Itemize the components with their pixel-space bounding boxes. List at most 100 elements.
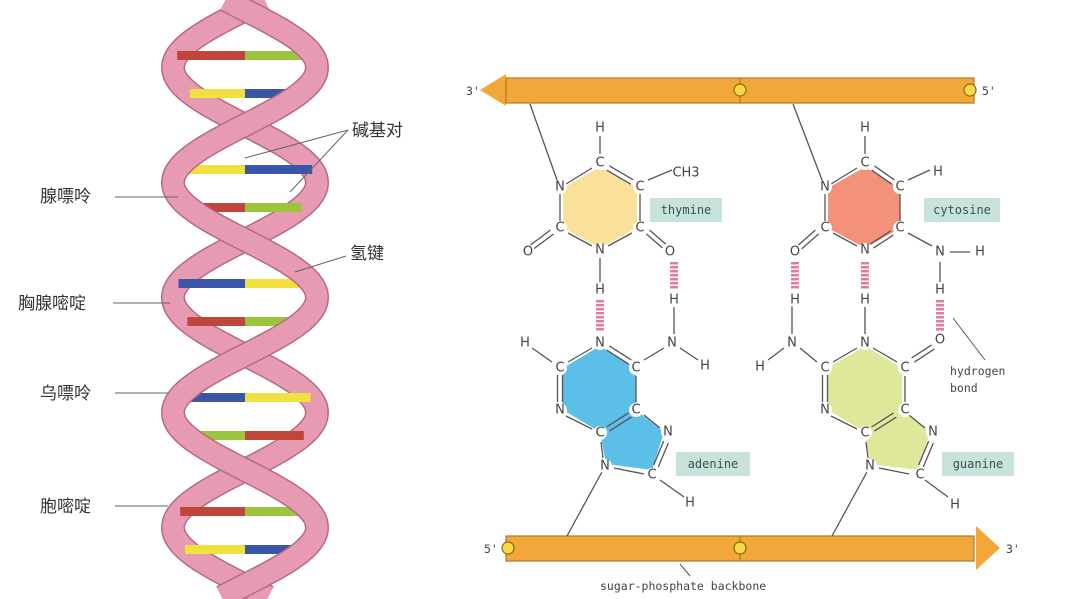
- label-cytosine: 胞嘧啶: [40, 497, 91, 517]
- bond: [533, 233, 554, 250]
- atom-bg: [593, 426, 607, 440]
- atom-h: H: [595, 121, 605, 136]
- atom-n: N: [600, 459, 610, 474]
- base-pairs: [177, 51, 313, 554]
- bond: [657, 442, 669, 468]
- adenine-label: adenine: [676, 452, 750, 476]
- bond: [643, 347, 665, 361]
- atom-bg: [518, 336, 532, 350]
- atom-bg: [931, 165, 945, 179]
- bond: [608, 416, 632, 432]
- atom-c: C: [631, 361, 640, 376]
- bond: [643, 414, 661, 429]
- atom-h: H: [700, 359, 710, 374]
- atom-bg: [788, 245, 802, 259]
- hydrogen-bond: [596, 312, 604, 315]
- hydrogen-bond: [670, 286, 678, 289]
- atom-c: C: [555, 221, 564, 236]
- bond: [613, 467, 645, 475]
- atom-bg: [593, 283, 607, 297]
- atom-bg: [898, 403, 912, 417]
- atom-bg: [633, 180, 647, 194]
- atom-bg: [858, 293, 872, 307]
- atom-bg: [858, 426, 872, 440]
- atom-bg: [553, 180, 567, 194]
- bond: [529, 103, 558, 181]
- atom-c: C: [595, 426, 604, 441]
- hydrogen-bond: [861, 286, 869, 289]
- top-strand-left-end: 3': [466, 84, 480, 98]
- adenine-ring: [563, 346, 636, 432]
- base: [179, 393, 245, 402]
- atom-bg: [593, 243, 607, 257]
- hydrogen-bond: [936, 304, 944, 307]
- atom-o: O: [665, 245, 675, 260]
- atom-bg: [521, 245, 535, 259]
- atom-o: O: [935, 333, 945, 348]
- svg-text:adenine: adenine: [688, 457, 739, 471]
- atom-bg: [553, 221, 567, 235]
- hydrogen-bond: [596, 304, 604, 307]
- label-adenine: 腺嘌呤: [40, 187, 91, 207]
- hydrogen-bond: [670, 270, 678, 273]
- atom-bg: [593, 156, 607, 170]
- atom-bg: [667, 293, 681, 307]
- hydrogen-bond: [861, 278, 869, 281]
- leader-line: [289, 129, 349, 193]
- base: [245, 507, 310, 516]
- base: [245, 203, 302, 212]
- hydrogen-bond-label-line2: bond: [950, 381, 978, 395]
- bond: [767, 347, 785, 361]
- guanine-ring: [828, 346, 902, 432]
- atom-n: N: [860, 243, 870, 258]
- bond: [871, 169, 892, 185]
- hydrogen-bond: [596, 328, 604, 331]
- base: [245, 89, 301, 98]
- atom-bg: [893, 221, 907, 235]
- base: [180, 507, 245, 516]
- atom-n: N: [595, 243, 605, 258]
- atom-n: N: [865, 459, 875, 474]
- atom-o: O: [523, 245, 533, 260]
- atom-bg: [893, 180, 907, 194]
- base: [188, 203, 245, 212]
- bond: [907, 169, 931, 181]
- helix-back-strand: [160, 0, 330, 599]
- atom-c: C: [647, 468, 656, 483]
- atom-bg: [633, 221, 647, 235]
- bond: [874, 165, 895, 181]
- atom-h: H: [933, 165, 943, 180]
- bond: [531, 347, 553, 363]
- bond: [565, 415, 593, 430]
- ribbon-strand-b: [162, 0, 328, 599]
- atom-bg: [598, 459, 612, 473]
- bond: [567, 347, 593, 363]
- atom-bg: [665, 336, 679, 350]
- bond: [911, 344, 932, 359]
- atom-n: N: [820, 180, 830, 195]
- atom-bg: [553, 361, 567, 375]
- hydrogen-bonds: [596, 262, 944, 331]
- atom-bg: [858, 336, 872, 350]
- base-pair: [180, 507, 310, 516]
- bond: [922, 442, 934, 468]
- thymine-label: thymine: [650, 198, 722, 222]
- atom-c: C: [915, 468, 924, 483]
- chemical-bonds: [529, 103, 970, 537]
- leader-line: [294, 255, 347, 273]
- base: [245, 165, 313, 174]
- hydrogen-bond: [936, 308, 944, 311]
- base: [245, 51, 313, 60]
- atom-bg: [933, 283, 947, 297]
- base-pair: [179, 393, 311, 402]
- hydrogen-bond: [936, 328, 944, 331]
- atom-c: C: [895, 221, 904, 236]
- top-strand-right-end: 5': [982, 84, 996, 98]
- hydrogen-bond: [670, 274, 678, 277]
- bottom-strand-right-end: 3': [1006, 542, 1020, 556]
- atom-bg: [663, 245, 677, 259]
- hydrogen-bond: [791, 274, 799, 277]
- adenine-ring-5: [600, 410, 664, 470]
- hydrogen-bond: [596, 316, 604, 319]
- bond: [607, 232, 633, 247]
